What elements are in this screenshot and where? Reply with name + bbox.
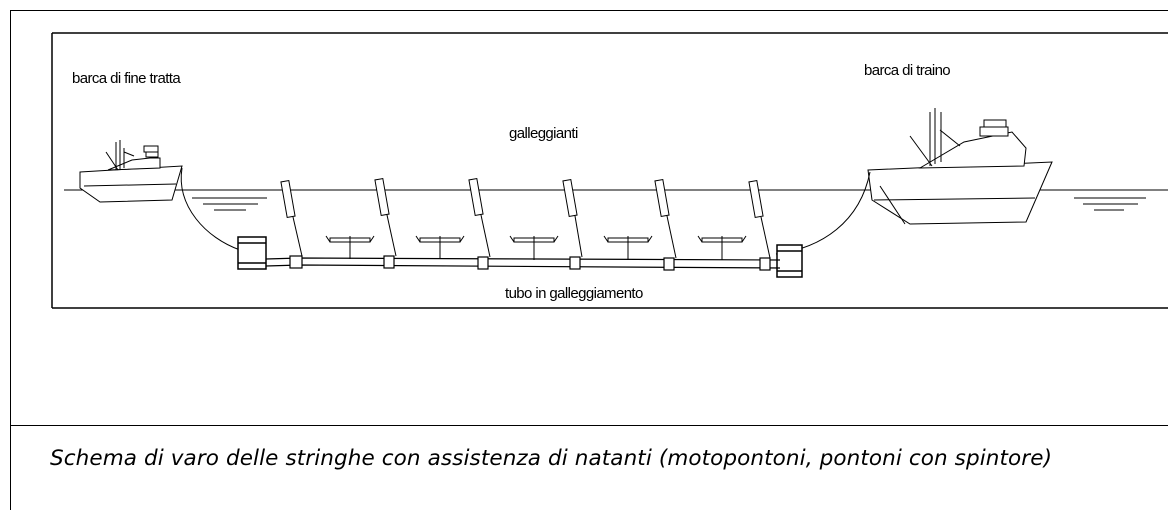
caption-separator	[10, 425, 1168, 426]
pipe-end-caps	[237, 236, 803, 278]
end-boat-icon	[79, 140, 183, 203]
figure-frame	[51, 32, 1168, 309]
launch-diagram: barca di fine tratta barca di traino gal…	[51, 32, 1168, 309]
water-symbol-right	[1074, 197, 1146, 211]
label-floats: galleggianti	[509, 125, 578, 142]
tow-boat-icon	[867, 108, 1053, 225]
label-end-boat: barca di fine tratta	[72, 70, 181, 87]
water-symbol-left	[192, 197, 267, 211]
label-tow-boat: barca di traino	[864, 62, 950, 79]
label-pipe: tubo in galleggiamento	[505, 285, 643, 302]
figure-caption: Schema di varo delle stringhe con assist…	[50, 446, 1053, 471]
float-lines	[292, 214, 771, 259]
floats	[280, 177, 764, 219]
pipe-supports	[325, 235, 747, 260]
page-frame	[10, 10, 1168, 510]
floating-pipe	[265, 255, 781, 271]
